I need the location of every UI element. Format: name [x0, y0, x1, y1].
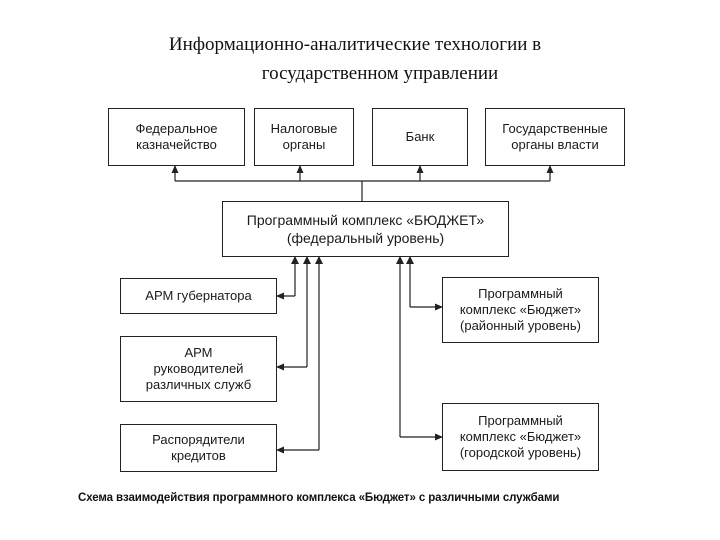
diagram-title: Информационно-аналитические технологии в… — [0, 30, 720, 88]
box-programmny-kompleks-federalny: Программный комплекс «БЮДЖЕТ» (федеральн… — [222, 201, 509, 257]
box-arm-rukovoditeley: АРМ руководителей различных служб — [120, 336, 277, 402]
arrowhead-up-2 — [303, 256, 311, 264]
box-programmny-kompleks-rayonny: Программный комплекс «Бюджет» (районный … — [442, 277, 599, 343]
box-federalnoe-kaznacheystvo: Федеральное казначейство — [108, 108, 245, 166]
box-programmny-kompleks-gorodskoy: Программный комплекс «Бюджет» (городской… — [442, 403, 599, 471]
box-nalogovye-organy: Налоговые органы — [254, 108, 354, 166]
arrowhead-up-5 — [406, 256, 414, 264]
title-line-1: Информационно-аналитические технологии в — [168, 34, 542, 55]
arrowhead-up-1 — [291, 256, 299, 264]
title-line-2: государственном управлении — [261, 63, 499, 84]
box-rasporyaditeli-kreditov: Распорядители кредитов — [120, 424, 277, 472]
box-gosudarstvennye-organy: Государственные органы власти — [485, 108, 625, 166]
box-bank: Банк — [372, 108, 468, 166]
box-arm-gubernatora: АРМ губернатора — [120, 278, 277, 314]
diagram-caption: Схема взаимодействия программного компле… — [78, 492, 560, 504]
arrowhead-up-3 — [315, 256, 323, 264]
arrowhead-up-4 — [396, 256, 404, 264]
